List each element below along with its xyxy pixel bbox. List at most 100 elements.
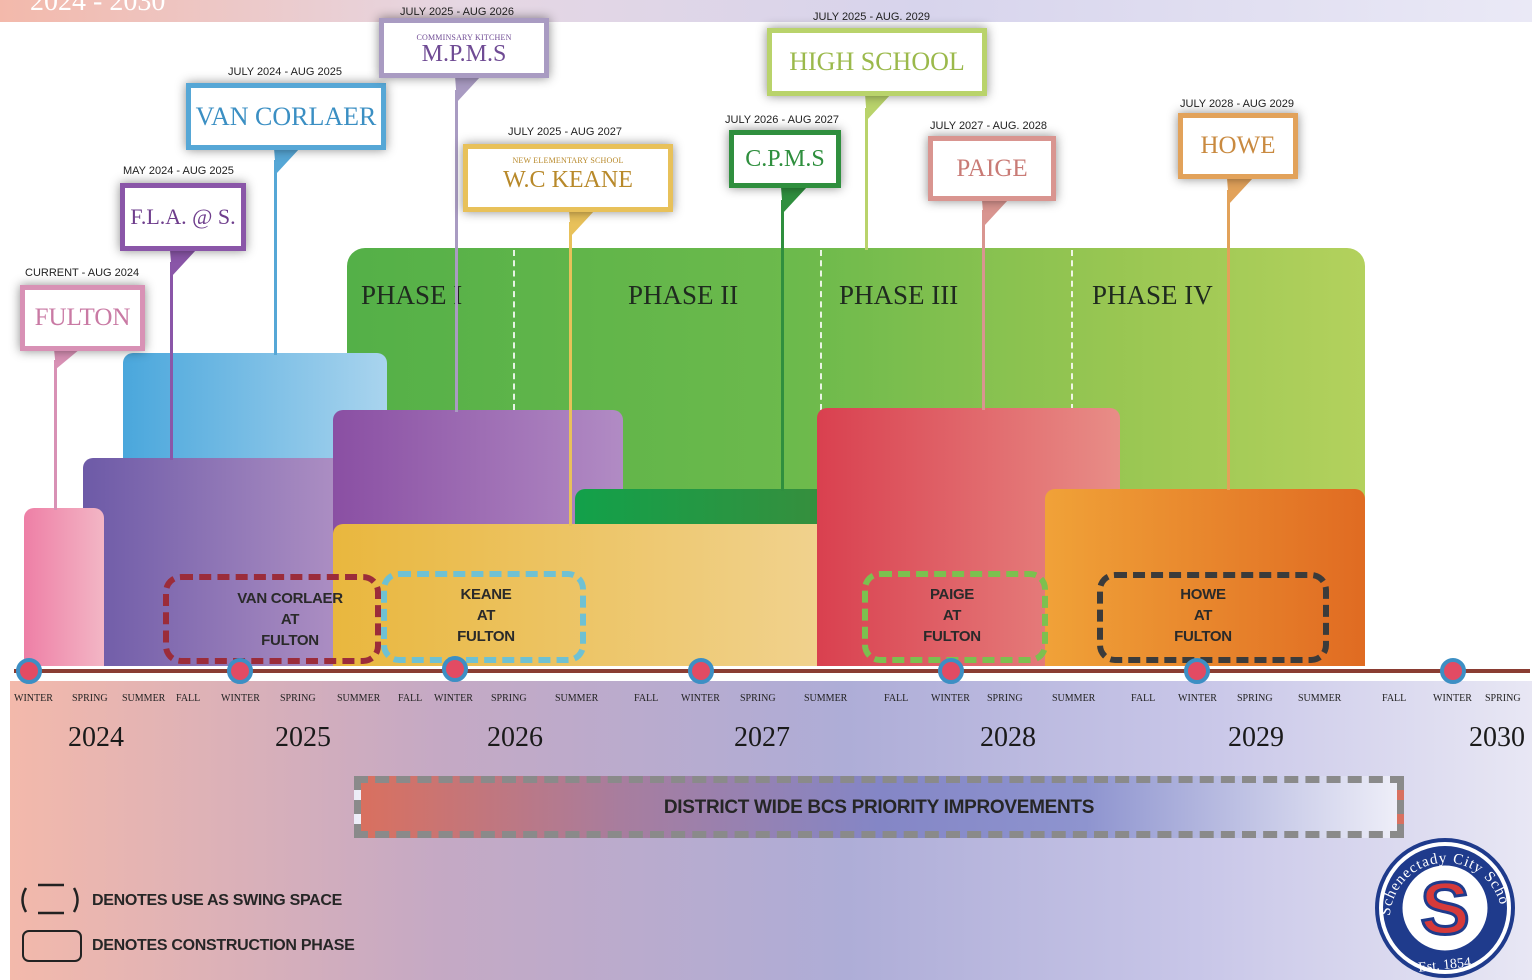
howe-dates: JULY 2028 - AUG 2029 (1180, 98, 1294, 110)
van-corlaer-swing-space (163, 574, 381, 664)
van-corlaer-label: VAN CORLAER (195, 102, 377, 131)
timeline-marker (227, 658, 253, 684)
season-label: SUMMER (337, 693, 381, 704)
season-label: WINTER (931, 693, 970, 704)
mpms-dates: JULY 2025 - AUG 2026 (400, 6, 514, 18)
timeline-marker (1184, 658, 1210, 684)
wc-keane-dates: JULY 2025 - AUG 2027 (508, 126, 622, 138)
swing-line: HOWE (1180, 586, 1226, 603)
mpms-pointer (455, 76, 481, 102)
year-label: 2030 (1469, 722, 1525, 753)
timeline-marker (442, 656, 468, 682)
season-label: SPRING (491, 693, 527, 704)
fla-pointer (170, 250, 196, 276)
season-label: SUMMER (804, 693, 848, 704)
high-school-label: HIGH SCHOOL (789, 47, 965, 76)
fulton-leader (54, 360, 57, 510)
paige-callout: PAIGE (928, 136, 1056, 201)
howe-callout: HOWE (1178, 113, 1298, 179)
construction-legend-icon (22, 930, 82, 962)
timeline-marker (938, 658, 964, 684)
season-label: WINTER (221, 693, 260, 704)
phase-divider (1071, 250, 1073, 410)
keane-swing-label: KEANE AT FULTON (426, 584, 546, 647)
year-label: 2027 (734, 722, 790, 753)
cpms-pointer (781, 187, 807, 213)
season-label: SPRING (1237, 693, 1273, 704)
season-label: WINTER (14, 693, 53, 704)
season-label: FALL (398, 693, 423, 704)
phase-2-label: PHASE II (628, 280, 739, 310)
wc-keane-leader (569, 222, 572, 526)
van-corlaer-swing-label: VAN CORLAER AT FULTON (230, 588, 350, 651)
wc-keane-subtitle: NEW ELEMENTARY SCHOOL (512, 156, 624, 165)
swing-space-legend-label: DENOTES USE AS SWING SPACE (92, 892, 343, 909)
season-label: WINTER (681, 693, 720, 704)
wc-keane-label: W.C KEANE (503, 167, 633, 193)
swing-line: AT (1193, 607, 1213, 624)
phase-4-label: PHASE IV (1092, 280, 1213, 310)
district-priority-label: DISTRICT WIDE BCS PRIORITY IMPROVEMENTS (663, 797, 1095, 818)
season-label: WINTER (1178, 693, 1217, 704)
swing-line: AT (476, 607, 496, 624)
timeline-marker (688, 658, 714, 684)
swing-line: FULTON (1174, 628, 1232, 645)
cpms-callout: C.P.M.S (729, 130, 841, 188)
timeline-marker (1440, 658, 1466, 684)
fla-callout: F.L.A. @ S. (120, 183, 246, 251)
fulton-callout: FULTON (20, 285, 145, 351)
howe-pointer (1227, 178, 1253, 204)
season-label: FALL (634, 693, 659, 704)
district-priority-bar: DISTRICT WIDE BCS PRIORITY IMPROVEMENTS (354, 776, 1404, 838)
swing-line: PAIGE (929, 586, 975, 603)
swing-line: FULTON (457, 628, 515, 645)
swing-line: FULTON (923, 628, 981, 645)
van-corlaer-callout: VAN CORLAER (186, 83, 386, 150)
high-school-callout: HIGH SCHOOL (767, 28, 987, 96)
mpms-subtitle: COMMINSARY KITCHEN (416, 33, 512, 42)
wc-keane-callout: NEW ELEMENTARY SCHOOL W.C KEANE (463, 144, 673, 212)
swing-line: FULTON (261, 632, 319, 649)
season-label: SUMMER (1052, 693, 1096, 704)
timeline-axis (14, 669, 1530, 673)
cpms-leader (781, 200, 784, 491)
keane-swing-space (381, 571, 586, 663)
phase-1-label: PHASE I (361, 280, 463, 310)
swing-line: AT (280, 611, 300, 628)
swing-line: VAN CORLAER (237, 590, 343, 607)
wc-keane-block (333, 524, 877, 668)
fla-dates: MAY 2024 - AUG 2025 (123, 165, 234, 177)
schenectady-city-schools-seal: Schenectady City Schools S Est. 1854 (1368, 836, 1515, 978)
phase-divider (820, 250, 822, 410)
year-label: 2028 (980, 722, 1036, 753)
wc-keane-pointer (569, 210, 595, 236)
mpms-callout: COMMINSARY KITCHEN M.P.M.S (379, 18, 549, 78)
season-label: SUMMER (555, 693, 599, 704)
cpms-dates: JULY 2026 - AUG 2027 (725, 114, 839, 126)
phase-3-label: PHASE III (839, 280, 959, 310)
howe-swing-space (1097, 572, 1329, 663)
season-label: SUMMER (122, 693, 166, 704)
season-label: SUMMER (1298, 693, 1342, 704)
season-label: WINTER (1433, 693, 1472, 704)
year-label: 2026 (487, 722, 543, 753)
season-label: SPRING (280, 693, 316, 704)
header-band (0, 0, 1532, 22)
fulton-dates: CURRENT - AUG 2024 (25, 267, 140, 279)
header-title: 2024 - 2030 (30, 0, 166, 17)
timeline-marker (16, 658, 42, 684)
season-label: FALL (1131, 693, 1156, 704)
phase-divider (513, 250, 515, 410)
high-school-pointer (865, 94, 891, 120)
howe-swing-label: HOWE AT FULTON (1143, 584, 1263, 647)
howe-leader (1227, 190, 1230, 490)
mpms-label: M.P.M.S (421, 41, 507, 67)
season-label: SPRING (987, 693, 1023, 704)
van-corlaer-pointer (274, 148, 300, 174)
season-label: SPRING (740, 693, 776, 704)
paige-leader (982, 210, 985, 410)
swing-space-legend-icon (21, 883, 79, 915)
year-label: 2024 (68, 722, 124, 753)
fulton-block (24, 508, 104, 668)
fulton-label: FULTON (34, 304, 131, 331)
